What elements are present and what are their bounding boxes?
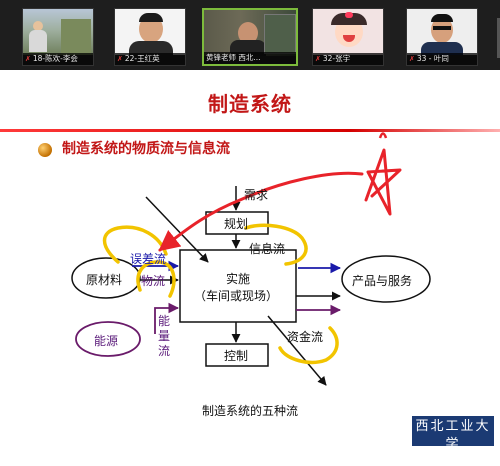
material-flow-label: 物流 xyxy=(141,274,166,288)
planning-label: 规划 xyxy=(224,217,249,231)
participant-name: ✗18-陈欢-李会 xyxy=(23,53,93,65)
product-service-label: 产品与服务 xyxy=(352,274,413,288)
participant-name: ✗33 - 叶同 xyxy=(407,53,477,65)
highlight-capital-flow xyxy=(278,326,339,365)
participant-tile-4[interactable]: ✗32-张宇 xyxy=(312,8,384,66)
participant-name: ✗22-王红英 xyxy=(115,53,185,65)
highlight-error-flow xyxy=(102,225,168,264)
annotation-red-arrow xyxy=(158,171,364,252)
participant-video xyxy=(23,9,93,55)
capital-flow-label: 资金流 xyxy=(287,330,324,344)
info-flow-label: 信息流 xyxy=(249,242,286,256)
logo-english: NORTHWESTERN POLYTECHNICAL UNIVERSITY xyxy=(415,454,491,465)
slide-title: 制造系统 xyxy=(208,92,292,116)
energy-flow-arrow xyxy=(154,302,180,334)
implementation-sublabel: （车间或现场） xyxy=(194,289,279,303)
bullet-dot-icon xyxy=(38,143,52,157)
participant-tile-2[interactable]: ✗22-王红英 xyxy=(114,8,186,66)
participant-video xyxy=(407,9,477,55)
university-logo: 西北工业大学 NORTHWESTERN POLYTECHNICAL UNIVER… xyxy=(412,416,494,465)
diagonal-input-arrow xyxy=(145,196,209,263)
demand-label: 需求 xyxy=(244,188,269,202)
highlight-info-flow xyxy=(244,223,308,266)
participant-video xyxy=(115,9,185,55)
error-flow-label: 误差流 xyxy=(130,252,167,266)
muted-mic-icon: ✗ xyxy=(117,55,123,63)
annotation-red-star xyxy=(364,148,402,216)
participant-name: ✗32-张宇 xyxy=(313,53,383,65)
implementation-label: 实施 xyxy=(226,272,251,286)
product-service-ellipse xyxy=(341,255,431,303)
participant-tile-3-active-speaker[interactable]: 黄锋老师 西北... xyxy=(202,8,298,66)
participant-tile-1[interactable]: ✗18-陈欢-李会 xyxy=(22,8,94,66)
title-divider xyxy=(0,129,500,132)
slide-subtitle: 制造系统的物质流与信息流 xyxy=(62,141,230,157)
control-box xyxy=(205,343,269,367)
raw-material-label: 原材料 xyxy=(86,273,123,287)
highlight-material-flow xyxy=(136,260,176,298)
energy-flow-label: 能量流 xyxy=(158,314,171,358)
annotation-red-tick xyxy=(378,132,388,139)
energy-label: 能源 xyxy=(94,334,119,348)
planning-box xyxy=(205,211,269,235)
diagram-caption: 制造系统的五种流 xyxy=(201,404,298,418)
raw-material-ellipse xyxy=(71,257,141,299)
flow-diagram xyxy=(71,132,431,386)
capital-flow-arrow xyxy=(267,315,327,386)
muted-mic-icon: ✗ xyxy=(25,55,31,63)
participant-tile-5[interactable]: ✗33 - 叶同 xyxy=(406,8,478,66)
logo-chinese: 西北工业大学 xyxy=(415,419,491,452)
muted-mic-icon: ✗ xyxy=(409,55,415,63)
control-label: 控制 xyxy=(224,349,249,363)
participant-video xyxy=(313,9,383,55)
participant-name: 黄锋老师 西北... xyxy=(204,52,296,64)
energy-ellipse xyxy=(75,321,141,357)
strip-scrollbar[interactable] xyxy=(497,18,500,58)
muted-mic-icon: ✗ xyxy=(315,55,321,63)
